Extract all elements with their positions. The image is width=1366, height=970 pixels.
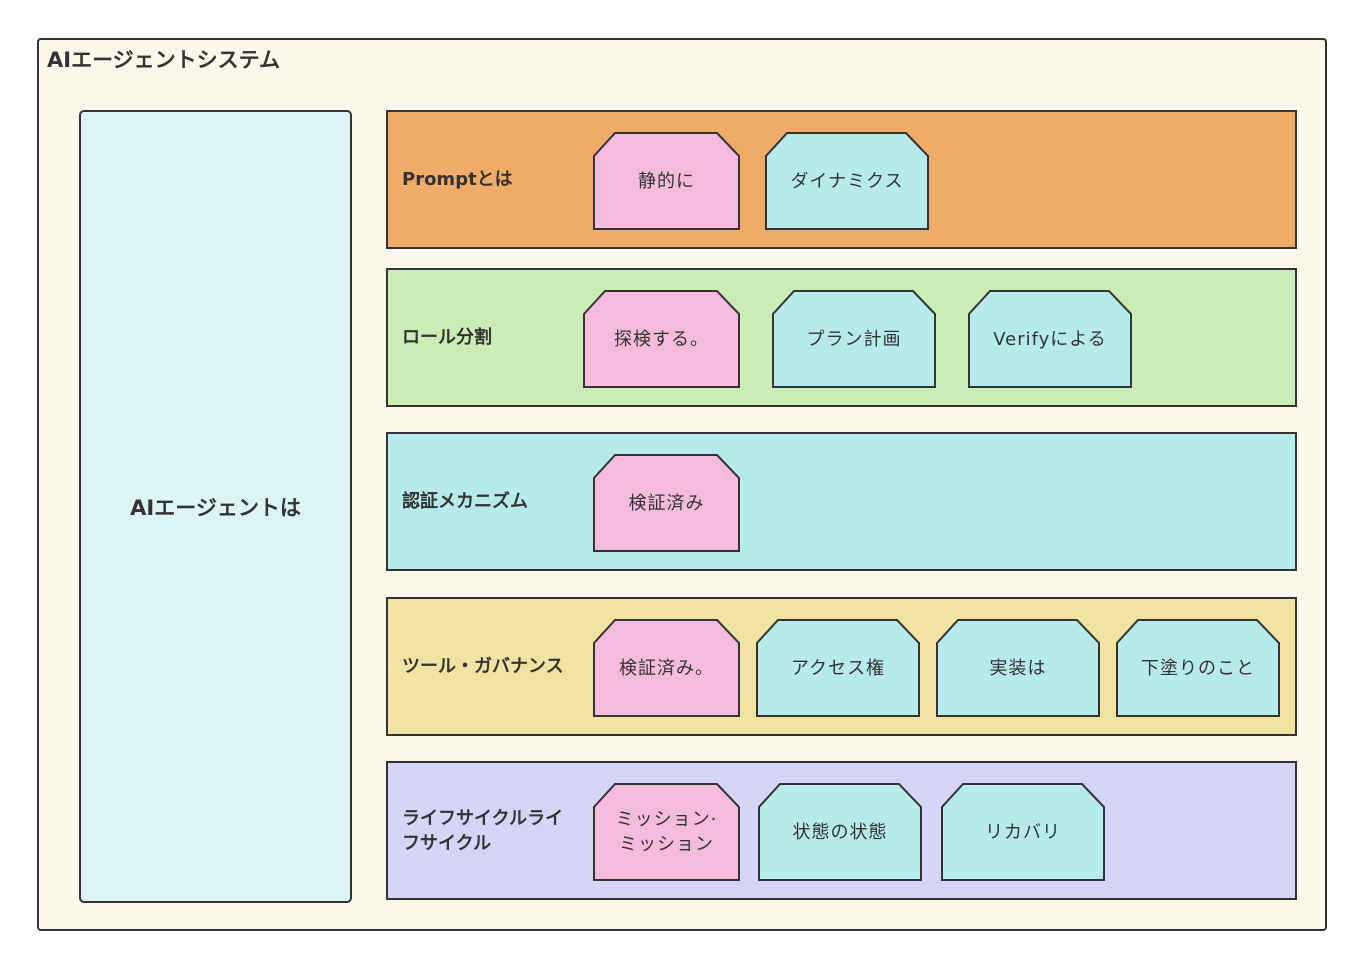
card-node: 探検する。 <box>583 290 740 388</box>
system-title: AIエージェントシステム <box>47 48 281 72</box>
row-label: ツール・ガバナンス <box>402 656 564 677</box>
row-label: ロール分割 <box>402 327 492 348</box>
row-role-split: ロール分割 探検する。 プラン計画 Verifyによる <box>386 268 1297 407</box>
card-node: Verifyによる <box>968 290 1132 388</box>
card-label: リカバリ <box>985 821 1061 843</box>
card-node: 検証済み <box>593 454 740 552</box>
card-node: プラン計画 <box>772 290 936 388</box>
card-node: 下塗りのこと <box>1116 619 1280 717</box>
row-lifecycle: ライフサイクルライ フサイクル ミッション· ミッション 状態の状態 リカバリ <box>386 761 1297 900</box>
card-label: 下塗りのこと <box>1141 657 1255 679</box>
card-label: 探検する。 <box>614 328 709 350</box>
card-label: 実装は <box>989 657 1047 679</box>
card-label-line: ミッション <box>618 834 714 855</box>
row-label-line: ライフサイクルライ <box>402 807 564 829</box>
card-label: Verifyによる <box>993 328 1107 350</box>
row-prompt: Promptとは 静的に ダイナミクス <box>386 110 1297 249</box>
card-node: 状態の状態 <box>758 783 922 881</box>
left-panel: AIエージェントは <box>79 110 352 903</box>
card-label: 静的に <box>638 170 695 192</box>
card-label: 検証済み <box>628 492 705 514</box>
card-label-line: ミッション· <box>615 809 718 830</box>
card-node: 検証済み。 <box>593 619 740 717</box>
row-tool-governance: ツール・ガバナンス 検証済み。 アクセス権 実装は 下塗りのこと <box>386 597 1297 736</box>
card-label: ダイナミクス <box>790 170 904 192</box>
card-node: 静的に <box>593 132 740 230</box>
left-panel-label: AIエージェントは <box>130 495 301 520</box>
card-label: 状態の状態 <box>792 821 888 843</box>
row-label: 認証メカニズム <box>402 491 528 512</box>
card-node: ダイナミクス <box>765 132 929 230</box>
card-label: ミッション· ミッション <box>593 783 740 881</box>
card-label: プラン計画 <box>806 328 902 350</box>
row-auth: 認証メカニズム 検証済み <box>386 432 1297 571</box>
card-node: ミッション· ミッション <box>593 783 740 881</box>
card-node: 実装は <box>936 619 1100 717</box>
row-label-line: フサイクル <box>402 832 492 854</box>
card-node: リカバリ <box>941 783 1105 881</box>
row-label: ライフサイクルライ フサイクル <box>402 763 582 898</box>
card-label: アクセス権 <box>790 657 886 679</box>
row-label: Promptとは <box>402 169 513 190</box>
card-label: 検証済み。 <box>619 657 714 679</box>
card-node: アクセス権 <box>756 619 920 717</box>
